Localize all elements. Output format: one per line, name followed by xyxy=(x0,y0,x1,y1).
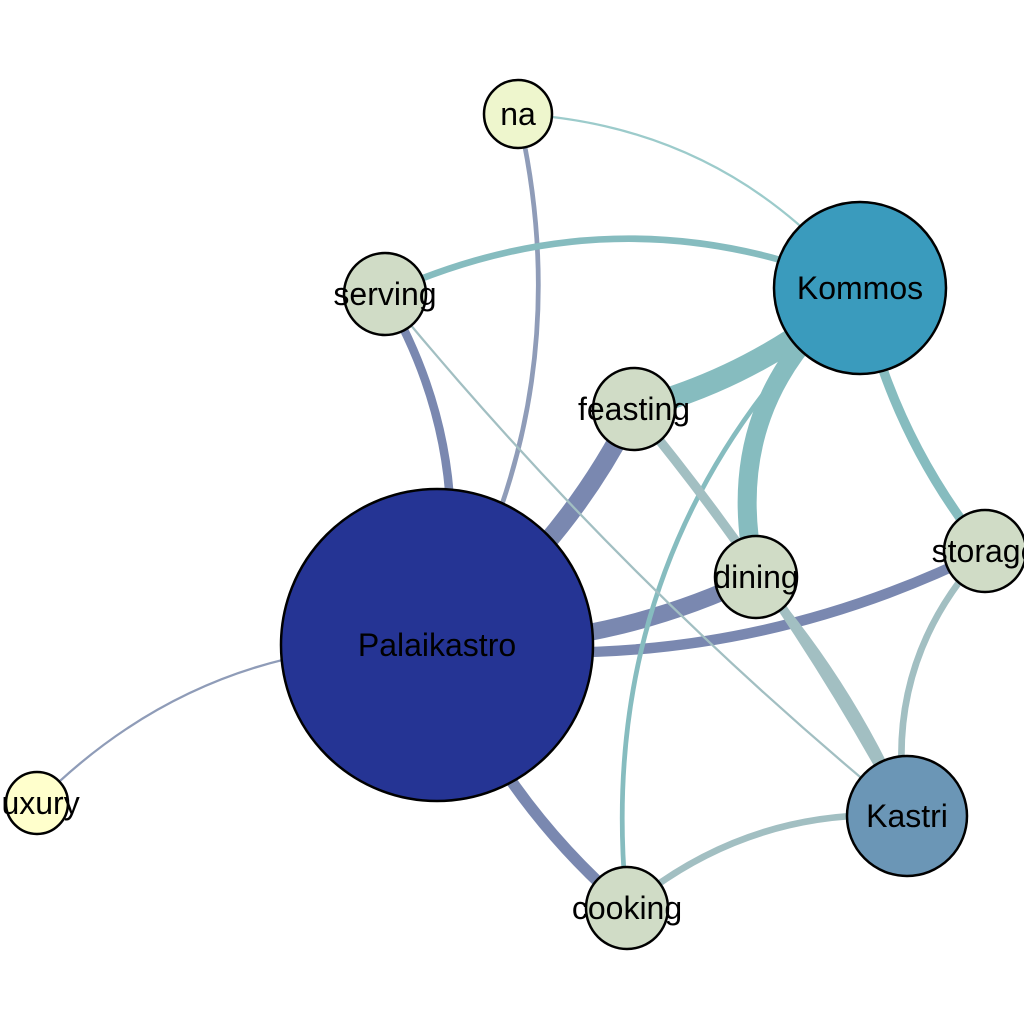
node-circle-kastri[interactable] xyxy=(845,754,969,878)
edge-kommos-cooking xyxy=(619,286,862,909)
node-label-palaikastro: Palaikastro xyxy=(358,627,516,663)
node-kommos[interactable]: Kommos xyxy=(772,200,948,376)
node-label-feasting: feasting xyxy=(578,391,690,427)
node-label-cooking: cooking xyxy=(572,890,682,926)
node-circle-storage[interactable] xyxy=(942,508,1024,594)
node-palaikastro[interactable]: Palaikastro xyxy=(279,487,595,803)
node-kastri[interactable]: Kastri xyxy=(845,754,969,878)
node-circle-luxury[interactable] xyxy=(4,770,70,836)
node-circle-cooking[interactable] xyxy=(584,865,670,951)
node-circle-serving[interactable] xyxy=(342,251,428,337)
node-circle-na[interactable] xyxy=(482,78,554,150)
node-serving[interactable]: serving xyxy=(333,251,437,337)
node-na[interactable]: na xyxy=(482,78,554,150)
node-label-na: na xyxy=(500,96,536,132)
node-feasting[interactable]: feasting xyxy=(578,366,690,452)
node-circle-dining[interactable] xyxy=(713,534,799,620)
node-storage[interactable]: storage xyxy=(932,508,1024,594)
node-label-kastri: Kastri xyxy=(866,798,948,834)
node-cooking[interactable]: cooking xyxy=(572,865,682,951)
node-label-luxury: luxury xyxy=(0,785,80,821)
node-circle-palaikastro[interactable] xyxy=(279,487,595,803)
node-luxury[interactable]: luxury xyxy=(0,770,80,836)
node-label-serving: serving xyxy=(333,276,436,312)
node-circle-kommos[interactable] xyxy=(772,200,948,376)
node-circle-feasting[interactable] xyxy=(591,366,677,452)
edge-kastri-serving xyxy=(384,293,908,817)
node-label-storage: storage xyxy=(932,533,1024,569)
node-dining[interactable]: dining xyxy=(713,534,799,620)
node-label-dining: dining xyxy=(713,559,798,595)
node-label-kommos: Kommos xyxy=(797,270,923,306)
